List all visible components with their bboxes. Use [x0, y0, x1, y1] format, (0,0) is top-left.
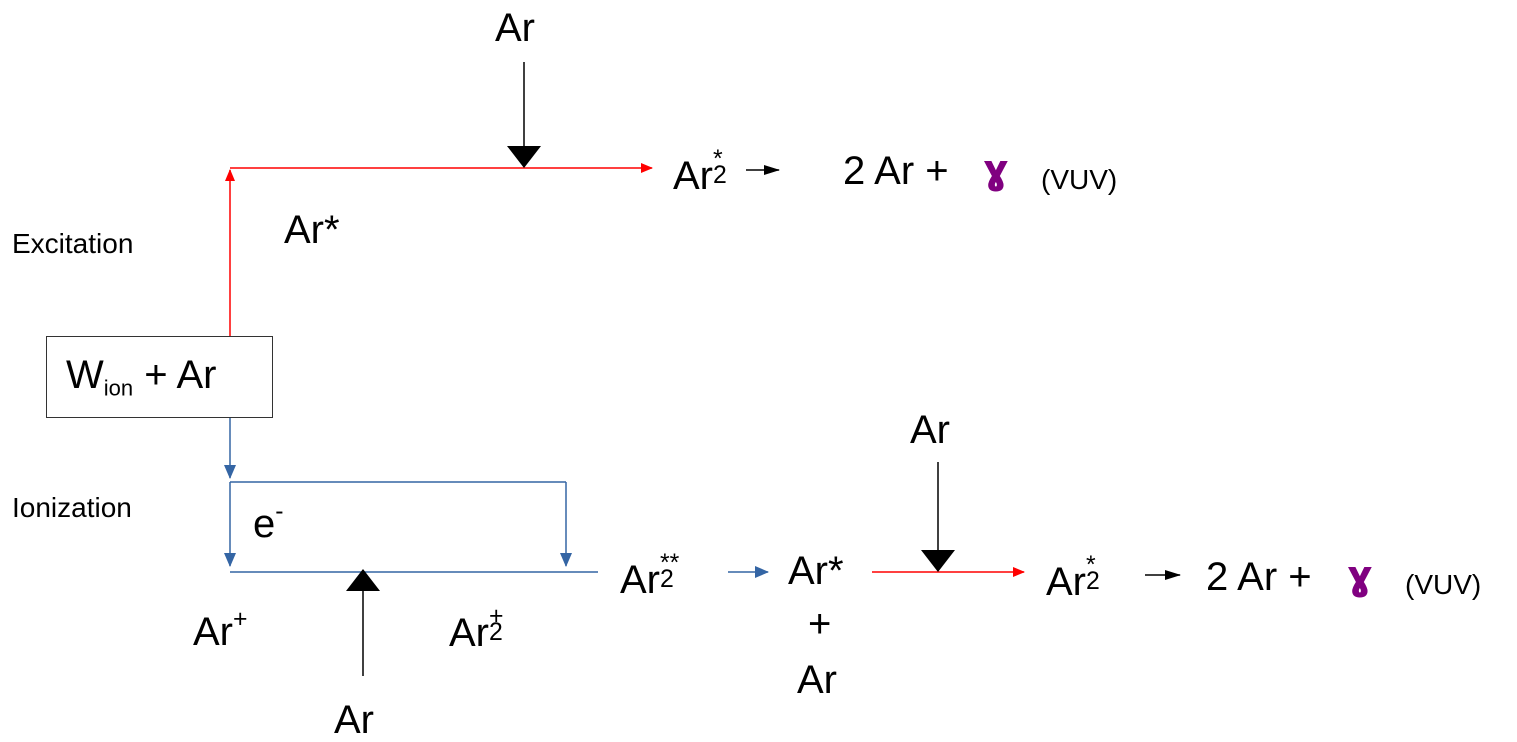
ar-ion-label: Ar+ [193, 606, 248, 654]
ar-lower-label: Ar [797, 658, 837, 702]
vuv-bottom-label: (VUV) [1405, 569, 1482, 600]
gamma-top-icon: ɣ [983, 147, 1009, 193]
excitation-label: Excitation [12, 228, 134, 259]
gamma-bottom-icon: ɣ [1347, 553, 1373, 599]
electron-label: e- [253, 498, 284, 546]
ar-star-lower-label: Ar* [788, 549, 844, 593]
plus-lower-label: + [808, 602, 832, 646]
products-top-label: 2 Ar + [843, 149, 949, 193]
ar-label-bottom: Ar [334, 698, 374, 742]
ar-label-mid: Ar [910, 408, 950, 452]
source-box [46, 336, 273, 418]
dimer-top-label: Ar*2 [673, 145, 727, 198]
source-box-label: Wion + Ar [66, 353, 217, 401]
dimer-ion-label: Ar+2 [449, 602, 504, 655]
vuv-top-label: (VUV) [1041, 164, 1118, 195]
ionization-label: Ionization [12, 492, 132, 523]
dimer-bottom-label: Ar*2 [1046, 551, 1100, 604]
ar-label-top: Ar [495, 6, 535, 50]
ar-star-label: Ar* [284, 208, 340, 252]
products-bottom-label: 2 Ar + [1206, 555, 1312, 599]
dimer-double-label: Ar**2 [620, 549, 680, 602]
